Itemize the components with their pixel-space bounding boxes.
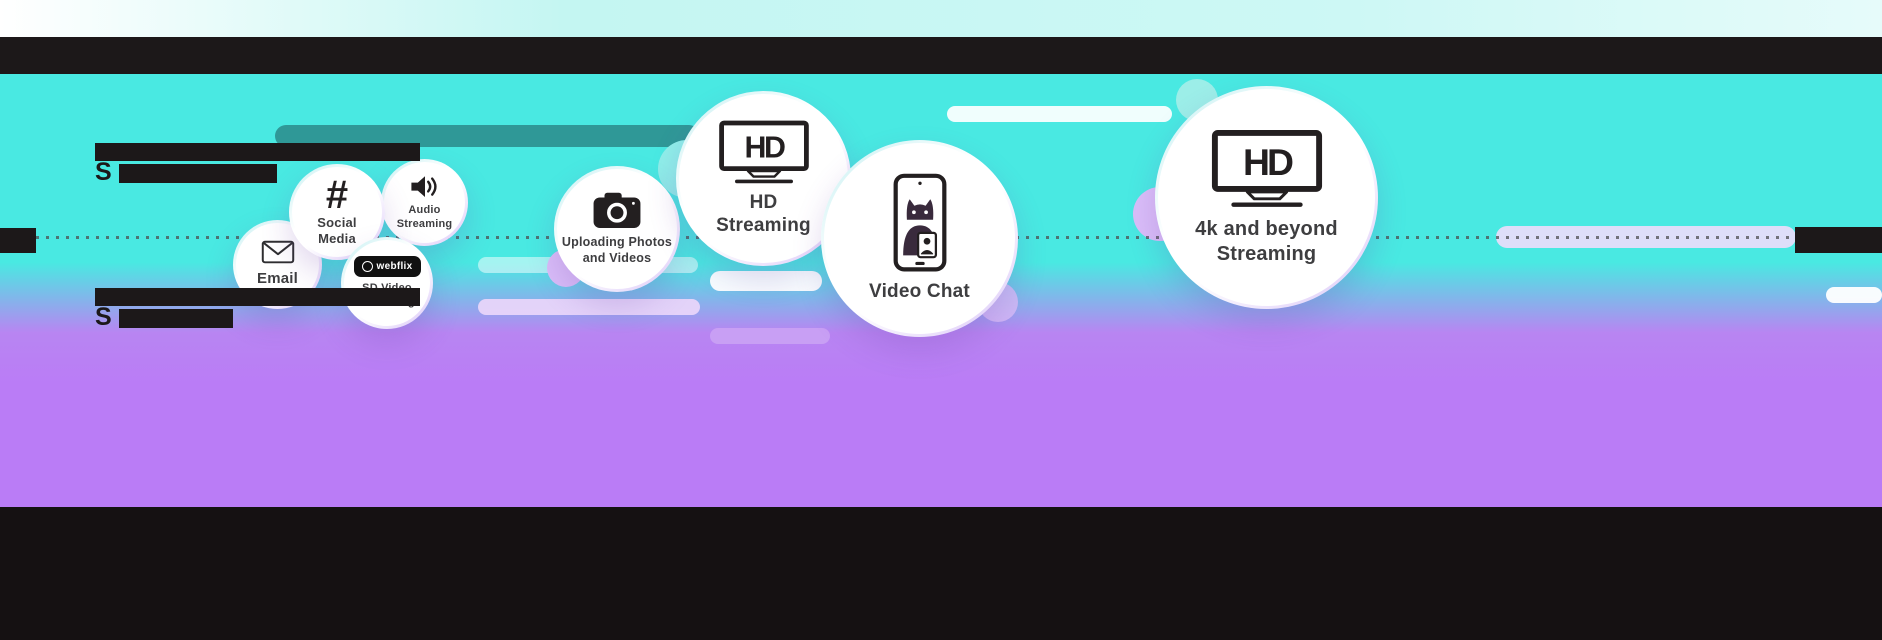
speaker-icon xyxy=(410,176,437,198)
hashtag-icon: # xyxy=(325,172,349,217)
bubble-label: Audio Streaming xyxy=(396,204,453,231)
redacted-text-bar xyxy=(95,288,420,306)
bubble-video-chat-inner: Video Chat xyxy=(824,143,1015,334)
bubble-uploading-photos-inner: Uploading Photos and Videos xyxy=(557,169,677,289)
top-strip xyxy=(0,0,1882,37)
redacted-text-bar xyxy=(119,309,233,328)
speed-line-pill xyxy=(947,106,1172,122)
bubble-uploading-photos: Uploading Photos and Videos xyxy=(554,166,680,292)
webflix-ring-icon xyxy=(361,261,373,273)
bubble-video-chat: Video Chat xyxy=(821,140,1018,337)
footer-redacted-bar xyxy=(0,507,1882,640)
bubble-sd-video-streaming: webflix SD Video Streaming xyxy=(341,237,433,329)
bubble-label: Email xyxy=(256,270,299,288)
header-redacted-bar xyxy=(0,37,1882,74)
bubble-audio-streaming: Audio Streaming xyxy=(381,159,468,246)
webflix-badge-icon: webflix xyxy=(353,256,421,278)
bubble-4k-streaming: HD 4k and beyond Streaming xyxy=(1155,86,1378,309)
speed-line-pill xyxy=(275,125,700,147)
bubble-4k-streaming-inner: HD 4k and beyond Streaming xyxy=(1158,89,1375,306)
hd-tv-icon: HD xyxy=(1211,130,1322,208)
bubble-label: HD Streaming xyxy=(716,191,811,237)
cat-face-icon xyxy=(906,199,933,220)
speed-line-pill xyxy=(1826,287,1882,303)
bubble-hd-streaming-inner: HD HD Streaming xyxy=(679,94,848,263)
bubble-label: Video Chat xyxy=(869,281,970,303)
redacted-text-bar xyxy=(1795,227,1882,253)
speed-line-pill xyxy=(710,271,822,291)
envelope-icon xyxy=(261,240,294,264)
speed-line-pill xyxy=(710,328,830,344)
camera-icon xyxy=(593,192,641,228)
bubble-label: Uploading Photos and Videos xyxy=(561,235,673,265)
bubble-sd-video-streaming-inner: webflix SD Video Streaming xyxy=(344,240,430,326)
webflix-badge-text: webflix xyxy=(376,261,413,273)
hd-tv-icon: HD xyxy=(718,120,809,184)
bubble-label: Social Media xyxy=(317,214,357,246)
hd-logo-text: HD xyxy=(1242,141,1292,183)
redacted-text-bar xyxy=(95,143,420,161)
bubble-label: 4k and beyond Streaming xyxy=(1195,217,1338,265)
video-chat-phone-icon xyxy=(893,173,946,272)
redacted-text-bar xyxy=(119,164,277,183)
partial-text-s: S xyxy=(95,158,112,186)
hd-logo-text: HD xyxy=(744,130,785,164)
partial-text-s: S xyxy=(95,303,112,331)
bubble-audio-streaming-inner: Audio Streaming xyxy=(384,162,465,243)
redacted-text-bar xyxy=(0,228,36,253)
speed-line-pill xyxy=(478,299,700,315)
self-view-card-icon xyxy=(916,231,937,259)
